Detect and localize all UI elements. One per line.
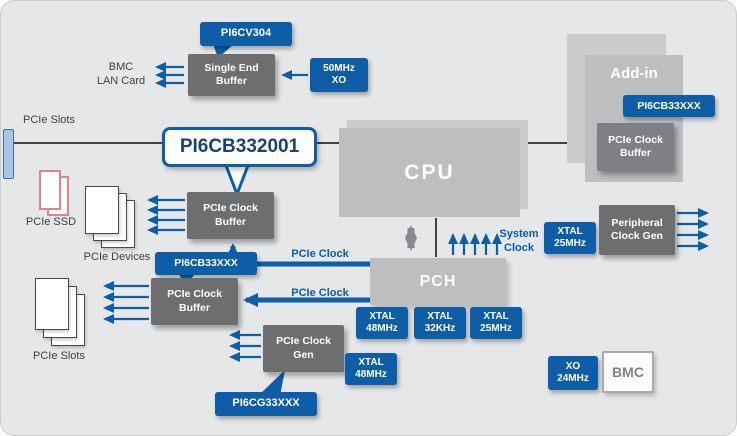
bmc-lan-card-label: BMC LAN Card: [96, 61, 146, 88]
pcie-ssd-card: [39, 170, 61, 210]
pcie-slot-card-1: [35, 278, 69, 330]
xtal-48mhz-pch-block: XTAL 48MHz: [356, 307, 408, 339]
cpu-label: CPU: [404, 160, 455, 184]
xtal-32khz-pch-block: XTAL 32KHz: [414, 307, 466, 339]
system-clock-label: System Clock: [499, 228, 539, 255]
addin-pcie-clock-buffer-block: PCIe Clock Buffer: [597, 123, 674, 171]
bmc-lan-arrows: [155, 62, 184, 88]
pi6cg33xxx-badge: PI6CG33XXX: [215, 392, 317, 416]
pcie-device-card-1: [85, 186, 119, 234]
peripheral-clock-out-arrows: [677, 208, 709, 251]
pi6cg33xxx-pointer: [258, 370, 285, 396]
xtal-25mhz-system-block: XTAL 25MHz: [544, 222, 596, 254]
pch-block: PCH: [370, 258, 506, 305]
pcie-clock-gen-block: PCIe Clock Gen: [263, 325, 344, 372]
pi6cb332001-callout: PI6CB332001: [162, 127, 317, 167]
pch-label: PCH: [419, 272, 457, 290]
cpu-block: CPU: [339, 128, 520, 217]
pcie-clock-buffer-lower-block: PCIe Clock Buffer: [151, 278, 238, 325]
pch-cpu-clock-arrows: [448, 233, 502, 255]
addin-label: Add-in: [610, 65, 658, 82]
pi6cb33xxx-main-badge: PI6CB33XXX: [155, 252, 257, 275]
xtal-48mhz-pciegen-block: XTAL 48MHz: [345, 353, 397, 385]
pi6cv304-label: PI6CV304: [220, 27, 272, 40]
xo-50mhz-block: 50MHz XO: [310, 58, 368, 92]
pcie-devices-label: PCIe Devices: [83, 251, 151, 263]
pcie-clock-lower-label: PCIe Clock: [291, 287, 349, 299]
pcie-ssd-label: PCIe SSD: [25, 216, 77, 228]
single-end-buffer-block: Single End Buffer: [188, 54, 275, 96]
buffer-lower-out-arrows: [103, 281, 149, 324]
pi6cg33xxx-label: PI6CG33XXX: [232, 397, 300, 410]
pi6cb332001-label: PI6CB332001: [179, 136, 300, 157]
xo-24mhz-block: XO 24MHz: [548, 356, 598, 390]
pi6cb33xxx-main-label: PI6CB33XXX: [174, 257, 238, 270]
pcie-slots-top-label: PCIe Slots: [23, 114, 75, 126]
pi6cb332001-pointer: [222, 161, 252, 199]
xtal-25mhz-pch-block: XTAL 25MHz: [470, 307, 522, 339]
bmc-label: BMC: [612, 364, 644, 380]
pi6cv304-badge: PI6CV304: [200, 22, 292, 46]
pi6cb33xxx-addin-label: PI6CB33XXX: [637, 99, 701, 112]
buffer-upper-out-arrows: [147, 195, 185, 235]
bmc-block: BMC: [602, 351, 654, 393]
pi6cb33xxx-addin-badge: PI6CB33XXX: [623, 95, 715, 117]
pcie-clock-buffer-upper-block: PCIe Clock Buffer: [187, 192, 274, 239]
pcie-slot-connector: [3, 129, 14, 179]
pcie-gen-out-arrows: [229, 330, 261, 362]
pcie-slots-bottom-label: PCIe Slots: [33, 350, 85, 362]
peripheral-clock-gen-block: Peripheral Clock Gen: [599, 205, 675, 255]
pcie-clock-upper-label: PCIe Clock: [291, 248, 349, 260]
